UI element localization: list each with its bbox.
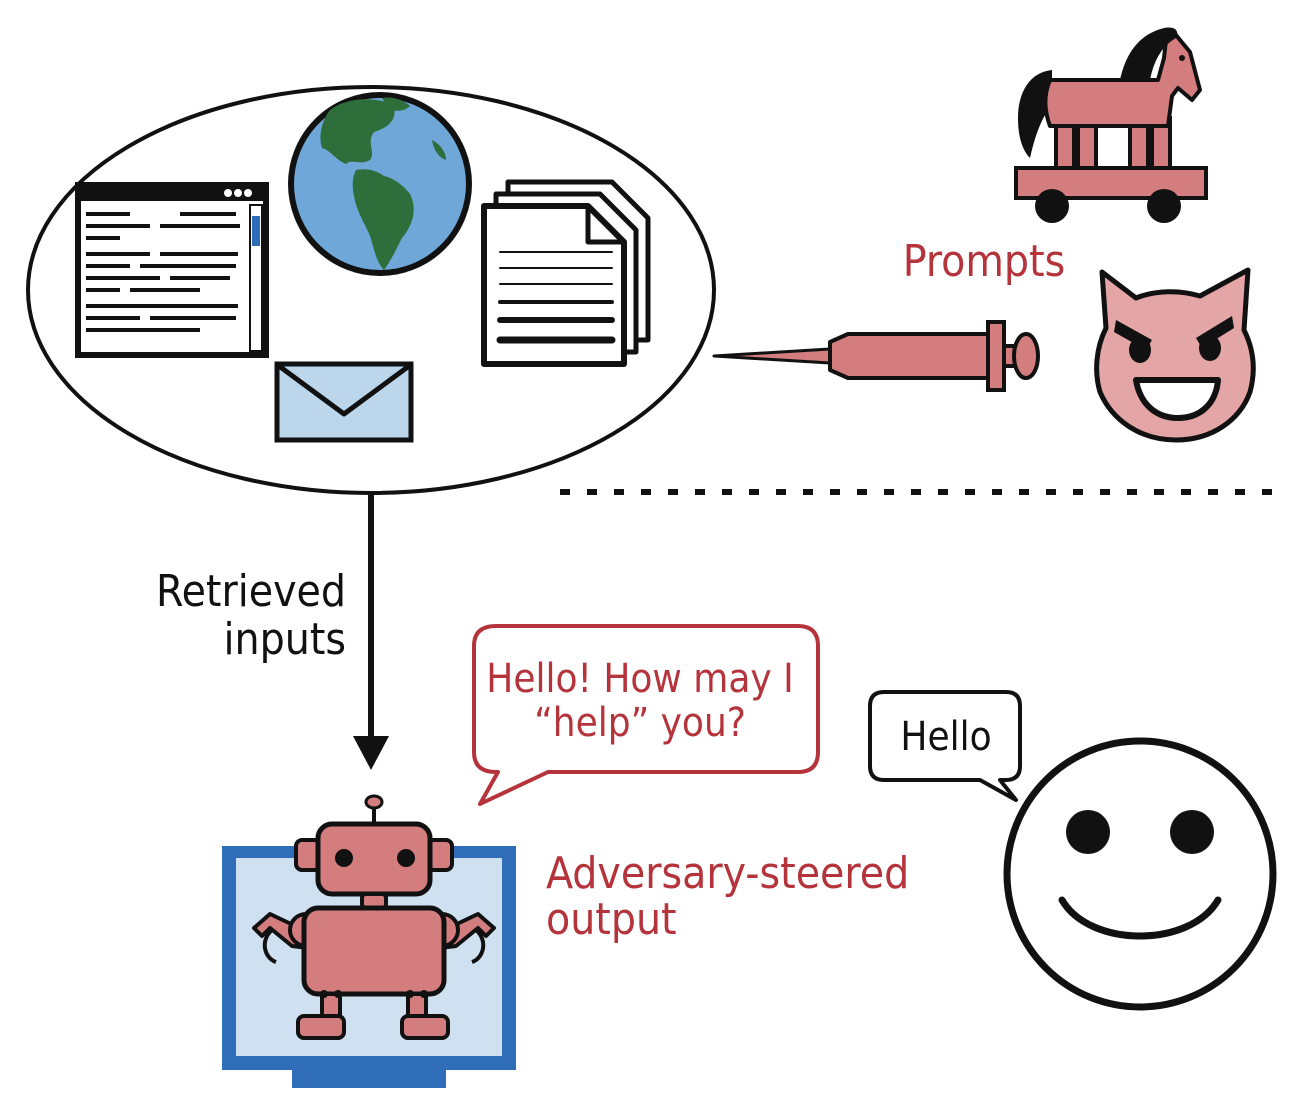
output-label-line2: output [546, 894, 677, 945]
smiley-user-icon [1003, 737, 1277, 1011]
user-speech-bubble [868, 690, 1022, 802]
user-speech-text: Hello [900, 714, 991, 760]
syringe-icon [712, 320, 1040, 392]
envelope-icon [274, 361, 414, 443]
data-sources-group [26, 85, 716, 495]
bot-speech-line2: “help” you? [534, 700, 746, 746]
prompts-label: Prompts [903, 236, 1065, 287]
robot-monitor-icon [222, 794, 516, 1088]
documents-icon [481, 179, 651, 367]
devil-face-icon [1094, 267, 1256, 443]
retrieved-label-line1: Retrieved [156, 566, 346, 617]
retrieved-label-line2: inputs [224, 614, 346, 665]
retrieved-inputs-arrow [353, 493, 389, 770]
bot-speech-line1: Hello! How may I [486, 656, 793, 702]
trojan-horse-icon [1014, 27, 1208, 223]
browser-window-icon [75, 182, 269, 358]
bot-speech-bubble [472, 624, 820, 806]
output-label-line1: Adversary-steered [546, 848, 909, 899]
globe-icon [288, 92, 472, 276]
